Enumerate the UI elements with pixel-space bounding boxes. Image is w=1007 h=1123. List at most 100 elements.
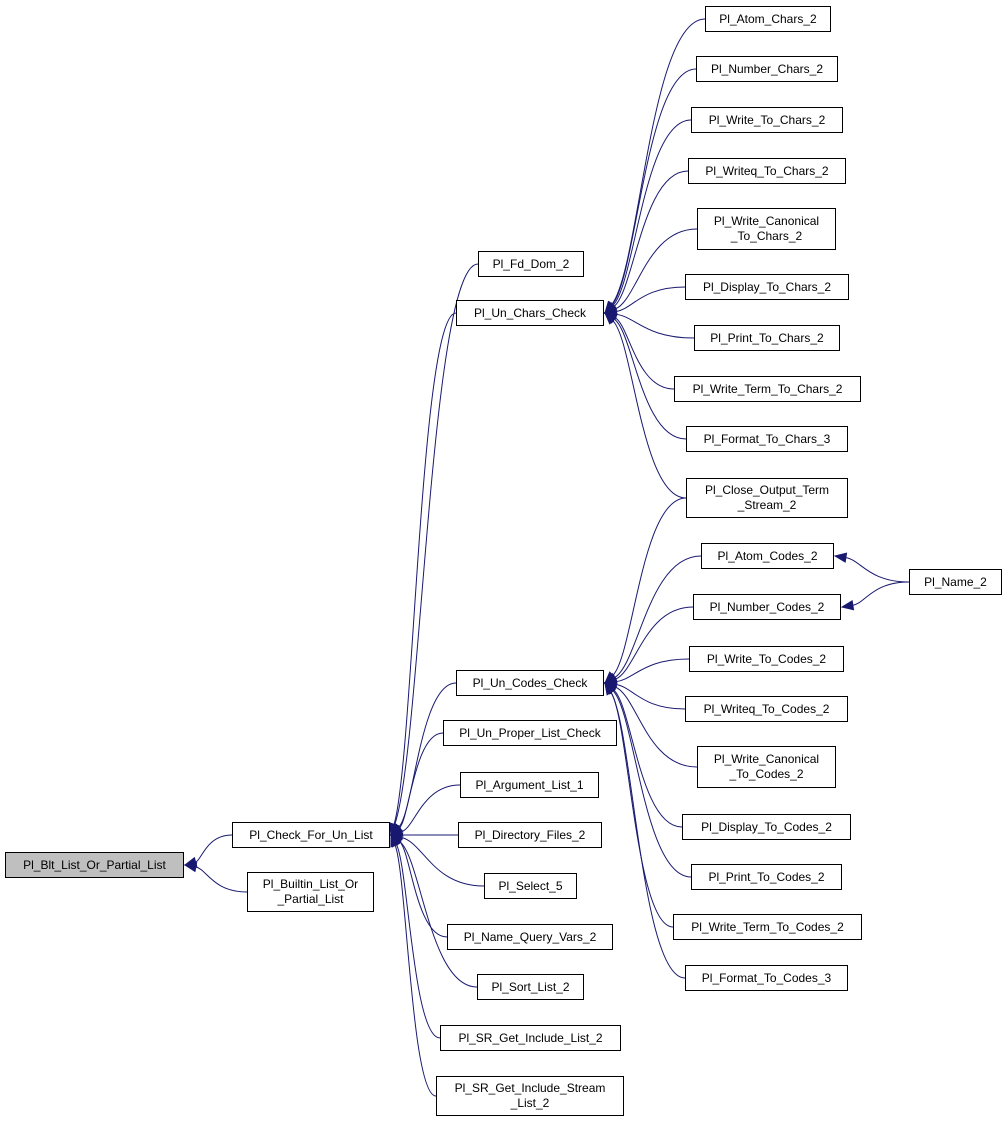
node-label: Pl_Format_To_Codes_3 [701,970,832,985]
node-pl-write-term-to-chars-2[interactable]: Pl_Write_Term_To_Chars_2 [674,376,861,402]
node-pl-check-for-un-list[interactable]: Pl_Check_For_Un_List [232,822,390,848]
node-label: Pl_Write_Canonical [713,214,820,228]
node-label: Pl_Blt_List_Or_Partial_List [23,857,166,872]
node-label: Pl_Write_To_Chars_2 [708,112,826,127]
node-label: Pl_Display_To_Chars_2 [702,279,832,294]
node-label: Pl_Atom_Chars_2 [719,11,817,26]
node-pl-select-5[interactable]: Pl_Select_5 [484,873,577,899]
call-edge [615,684,686,710]
node-label: Pl_Atom_Codes_2 [717,548,818,563]
node-pl-format-to-codes-3[interactable]: Pl_Format_To_Codes_3 [685,965,848,991]
node-pl-display-to-codes-2[interactable]: Pl_Display_To_Codes_2 [682,814,851,840]
node-pl-un-chars-check[interactable]: Pl_Un_Chars_Check [456,300,604,326]
call-edge [852,581,910,606]
call-edge [401,784,461,833]
call-edge [613,170,689,307]
call-edge [612,119,692,306]
node-pl-sort-list-2[interactable]: Pl_Sort_List_2 [477,974,584,1000]
node-pl-write-to-chars-2[interactable]: Pl_Write_To_Chars_2 [691,107,843,133]
node-pl-atom-codes-2[interactable]: Pl_Atom_Codes_2 [701,543,834,569]
node-label: Pl_Name_Query_Vars_2 [463,929,597,944]
call-edge [845,557,910,583]
call-edge [195,866,248,893]
node-label: Pl_Builtin_List_Or [262,877,359,891]
node-label: Pl_Fd_Dom_2 [492,256,570,271]
call-edge [393,312,457,825]
call-edge [399,841,448,938]
node-pl-write-term-to-codes-2[interactable]: Pl_Write_Term_To_Codes_2 [673,914,862,940]
call-edge [195,834,233,863]
node-label: Pl_Check_For_Un_List [249,827,373,842]
node-pl-format-to-chars-3[interactable]: Pl_Format_To_Chars_3 [686,426,848,452]
node-label: Pl_Un_Chars_Check [473,305,587,320]
node-label: Pl_Un_Proper_List_Check [459,725,601,740]
node-pl-write-to-codes-2[interactable]: Pl_Write_To_Codes_2 [689,646,844,672]
edge-arrowhead [604,681,616,696]
call-edge [612,497,687,676]
node-pl-print-to-chars-2[interactable]: Pl_Print_To_Chars_2 [694,325,840,351]
node-pl-write-canonical-to-chars-2[interactable]: Pl_Write_Canonical_To_Chars_2 [697,208,836,250]
node-label: Pl_Write_To_Codes_2 [706,651,827,666]
node-label: Pl_Select_5 [498,878,563,893]
call-edge [394,263,479,825]
edge-arrowhead [183,861,198,873]
node-pl-display-to-chars-2[interactable]: Pl_Display_To_Chars_2 [685,274,849,300]
node-pl-un-codes-check[interactable]: Pl_Un_Codes_Check [456,670,604,696]
call-edge [612,320,687,499]
node-label: Pl_Number_Codes_2 [709,599,825,614]
node-label: _Partial_List [277,892,344,906]
node-pl-un-proper-list-check[interactable]: Pl_Un_Proper_List_Check [443,720,617,746]
call-edge [615,606,694,680]
node-label: Pl_Un_Codes_Check [472,675,588,690]
node-label: Pl_Directory_Files_2 [474,827,586,842]
node-pl-fd-dom-2[interactable]: Pl_Fd_Dom_2 [478,251,584,277]
node-label: Pl_Display_To_Codes_2 [701,819,832,834]
node-pl-close-output-term-stream-2[interactable]: Pl_Close_Output_Term_Stream_2 [686,478,848,518]
call-edge [615,313,695,339]
call-edge [615,228,698,310]
call-edge [614,317,675,390]
node-pl-sr-get-include-stream-list-2[interactable]: Pl_SR_Get_Include_Stream_List_2 [436,1076,624,1116]
node-label: _To_Chars_2 [730,229,803,243]
node-label: _Stream_2 [737,498,797,512]
node-pl-builtin-list-or-partial-list[interactable]: Pl_Builtin_List_Or_Partial_List [247,872,374,912]
node-label: Pl_Sort_List_2 [491,979,570,994]
node-label: Pl_Format_To_Chars_3 [703,431,831,446]
node-label: Pl_Argument_List_1 [475,777,584,792]
node-pl-writeq-to-codes-2[interactable]: Pl_Writeq_To_Codes_2 [685,696,848,722]
node-pl-writeq-to-chars-2[interactable]: Pl_Writeq_To_Chars_2 [688,158,846,184]
call-edge [395,844,441,1039]
call-edge [399,841,478,988]
call-edge [394,845,437,1097]
node-pl-print-to-codes-2[interactable]: Pl_Print_To_Codes_2 [691,864,842,890]
node-label: Pl_Write_Canonical [713,752,820,766]
node-label: Pl_SR_Get_Include_Stream [454,1081,606,1095]
call-edge [615,658,690,683]
call-edge [614,555,702,679]
node-pl-name-2[interactable]: Pl_Name_2 [909,569,1002,595]
node-label: Pl_Print_To_Codes_2 [708,869,825,884]
node-label: Pl_Write_Term_To_Chars_2 [692,381,843,396]
node-label: _To_Codes_2 [729,767,804,781]
edge-arrowhead [604,312,617,325]
node-pl-write-canonical-to-codes-2[interactable]: Pl_Write_Canonical_To_Codes_2 [697,746,836,788]
node-label: Pl_Name_2 [924,574,987,589]
node-label: Pl_Close_Output_Term [704,483,830,497]
node-pl-number-codes-2[interactable]: Pl_Number_Codes_2 [693,594,841,620]
call-edge [611,68,697,306]
node-label: _List_2 [510,1096,550,1110]
node-pl-argument-list-1[interactable]: Pl_Argument_List_1 [460,772,599,798]
node-pl-number-chars-2[interactable]: Pl_Number_Chars_2 [696,56,838,82]
call-edge [611,18,706,305]
call-edge [613,689,683,828]
node-pl-atom-chars-2[interactable]: Pl_Atom_Chars_2 [705,6,831,32]
node-pl-sr-get-include-list-2[interactable]: Pl_SR_Get_Include_List_2 [440,1025,621,1051]
node-pl-blt-list-or-partial-list[interactable]: Pl_Blt_List_Or_Partial_List [5,852,184,878]
node-pl-name-query-vars-2[interactable]: Pl_Name_Query_Vars_2 [447,924,613,950]
node-label: Pl_Number_Chars_2 [710,61,824,76]
call-edge [612,690,692,878]
node-pl-directory-files-2[interactable]: Pl_Directory_Files_2 [458,822,602,848]
call-edge [613,318,687,440]
call-edge [615,686,698,768]
